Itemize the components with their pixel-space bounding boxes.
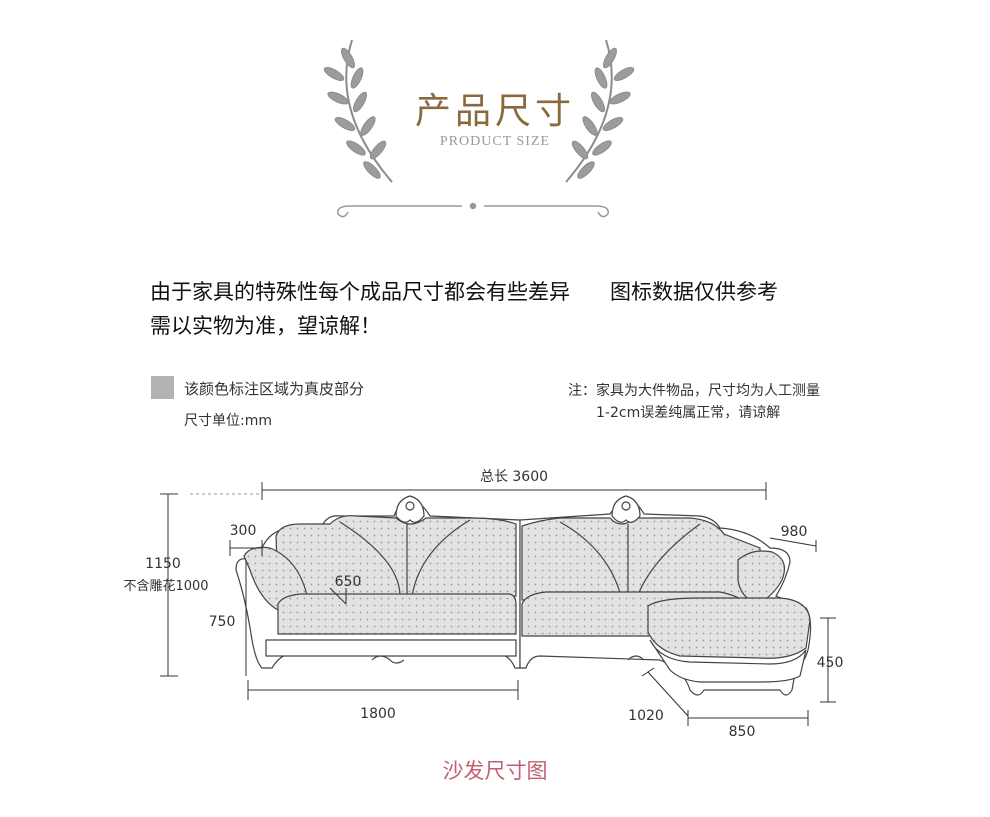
- diagram-caption: 沙发尺寸图: [442, 759, 548, 783]
- sofa-drawing: [235, 499, 812, 696]
- unit-label: 尺寸单位:mm: [184, 413, 272, 429]
- dim-total-length: 总长 3600: [480, 469, 548, 485]
- dim-chaise-width: 850: [729, 724, 756, 740]
- dim-total-height: 1150: [145, 556, 181, 572]
- laurel-right-icon: [565, 39, 635, 183]
- ornament-divider: [337, 202, 609, 218]
- dim-chaise-depth: 980: [781, 524, 808, 540]
- page-subtitle: PRODUCT SIZE: [439, 134, 551, 149]
- dim-seat-depth: 650: [335, 574, 362, 590]
- laurel-left-icon: [323, 39, 393, 183]
- page-title: 产品尺寸: [414, 91, 575, 132]
- dim-back-height: 750: [209, 614, 236, 630]
- notice-line-2: 需以实物为准，望谅解！: [150, 314, 381, 338]
- note-line-2: 1-2cm误差纯属正常，请谅解: [596, 405, 781, 421]
- dimension-lines: [160, 482, 836, 726]
- dim-chaise-length: 1020: [628, 708, 664, 724]
- dim-chaise-height: 450: [817, 655, 844, 671]
- legend-swatch: [151, 376, 174, 399]
- dim-left-length: 1800: [360, 706, 396, 722]
- carving-ornament-icon: [371, 495, 645, 664]
- note-line-1: 注：家具为大件物品，尺寸均为人工测量: [568, 383, 820, 399]
- legend-label: 该颜色标注区域为真皮部分: [184, 380, 365, 398]
- notice-line-1: 由于家具的特殊性每个成品尺寸都会有些差异 图标数据仅供参考: [150, 280, 779, 304]
- dim-height-excluding-carving: 不含雕花1000: [123, 578, 208, 594]
- dim-arm-width: 300: [230, 523, 257, 539]
